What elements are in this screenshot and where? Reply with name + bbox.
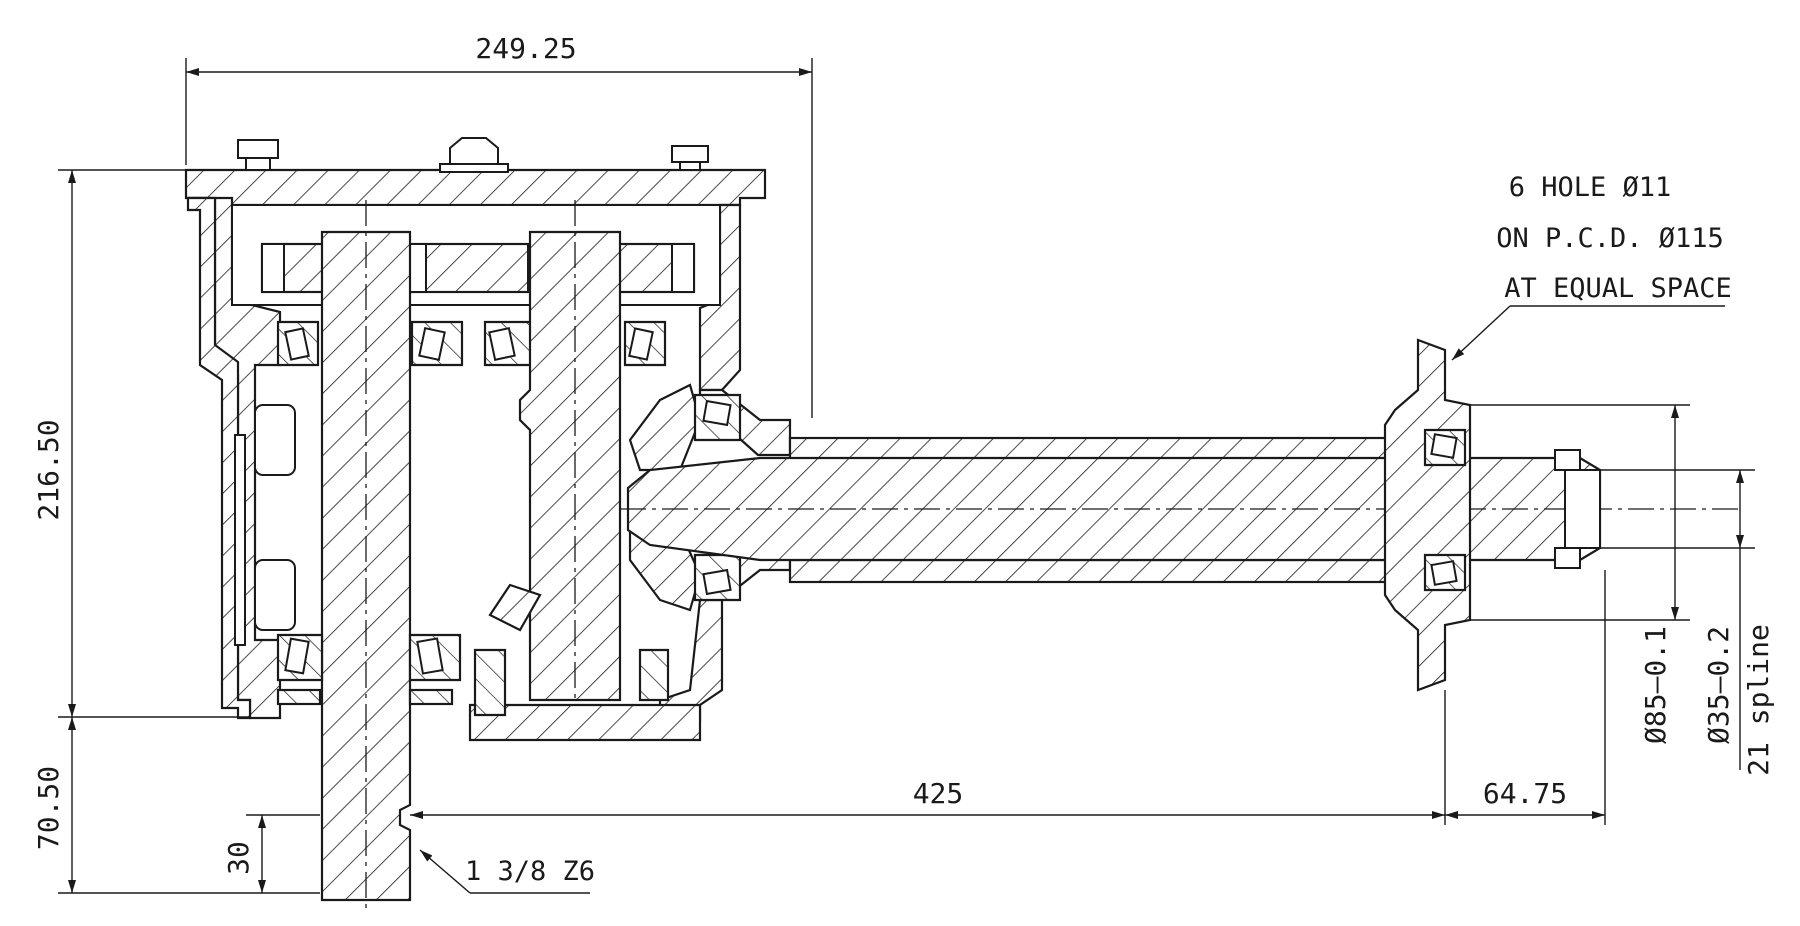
note-input-shaft: 1 3/8 Z6 xyxy=(465,856,595,887)
dim-shaft-end: 64.75 xyxy=(1483,777,1567,810)
dim-shaft-length: 425 xyxy=(913,777,964,810)
dim-flange-diameter: Ø85–0.1 xyxy=(1639,626,1672,744)
note-hole-line1: 6 HOLE Ø11 xyxy=(1509,172,1672,203)
input-shaft xyxy=(320,200,412,910)
note-hole-line3: AT EQUAL SPACE xyxy=(1504,273,1732,304)
output-flange xyxy=(1383,338,1472,692)
dim-overall-width: 249.25 xyxy=(475,32,576,65)
upper-bearings xyxy=(276,320,667,367)
lower-bearings xyxy=(276,633,670,717)
cover-bolt-right xyxy=(671,145,709,171)
shaft-end-nut xyxy=(1554,449,1601,569)
oil-sight-window xyxy=(234,404,296,646)
intermediate-shaft xyxy=(518,200,622,705)
cover-bolt-left xyxy=(237,139,279,171)
dim-shaft-stub: 30 xyxy=(222,841,255,875)
dim-height-total: 216.50 xyxy=(32,419,65,520)
note-hole-line2: ON P.C.D. Ø115 xyxy=(1496,223,1724,254)
dim-spline: 21 spline xyxy=(1742,624,1775,776)
dimension-lines xyxy=(58,58,1755,894)
output-inner-bearings xyxy=(693,393,742,602)
cover-bolt-center xyxy=(439,137,509,173)
dim-height-lower: 70.50 xyxy=(32,766,65,850)
dim-shaft-diameter: Ø35–0.2 xyxy=(1702,626,1735,744)
